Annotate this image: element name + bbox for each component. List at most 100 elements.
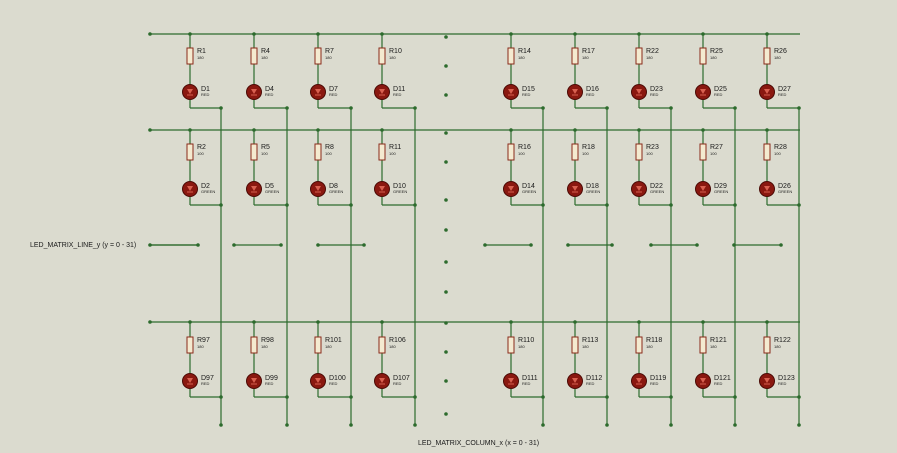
- resistor-body: [699, 143, 707, 161]
- resistor-ref-label: R25: [710, 48, 723, 55]
- row-bus-terminal: [362, 243, 366, 247]
- row-bus-terminal: [148, 128, 152, 132]
- junction-dot: [413, 203, 417, 207]
- row-bus-terminal: [148, 32, 152, 36]
- led-ref-label: D100: [329, 375, 346, 382]
- resistor-body: [507, 143, 515, 161]
- led-ref-label: D121: [714, 375, 731, 382]
- resistor-value-label: 180: [646, 55, 653, 60]
- led-color-label: RED: [650, 381, 659, 386]
- resistor-ref-label: R26: [774, 48, 787, 55]
- led-color-label: RED: [714, 381, 723, 386]
- led-ref-label: D15: [522, 86, 535, 93]
- led-color-label: GREEN: [714, 189, 728, 194]
- resistor-ref-label: R17: [582, 48, 595, 55]
- row-bus-terminal: [610, 243, 614, 247]
- resistor-body: [571, 47, 579, 65]
- led-ref-label: D1: [201, 86, 210, 93]
- resistor-body: [635, 336, 643, 354]
- resistor-value-label: 180: [325, 344, 332, 349]
- row-bus-terminal: [695, 243, 699, 247]
- resistor-body: [314, 336, 322, 354]
- led-color-label: RED: [329, 381, 338, 386]
- led-ref-label: D14: [522, 183, 535, 190]
- led-color-label: RED: [265, 92, 274, 97]
- led-diode-symbol: [315, 186, 321, 191]
- ellipsis-dot: [444, 260, 448, 264]
- led-ref-label: D112: [586, 375, 602, 382]
- resistor-ref-label: R10: [389, 48, 402, 55]
- column-bus-terminal: [541, 423, 545, 427]
- led-diode-symbol: [700, 186, 706, 191]
- led-color-label: RED: [393, 381, 402, 386]
- junction-dot: [285, 203, 289, 207]
- resistor-ref-label: R16: [518, 144, 531, 151]
- resistor-value-label: 180: [774, 55, 781, 60]
- resistor-body: [635, 47, 643, 65]
- led-diode-symbol: [379, 378, 385, 383]
- resistor-ref-label: R113: [582, 337, 598, 344]
- led-ref-label: D10: [393, 183, 406, 190]
- resistor-ref-label: R27: [710, 144, 723, 151]
- resistor-value-label: 180: [710, 344, 717, 349]
- led-ref-label: D5: [265, 183, 274, 190]
- column-bus-terminal: [797, 423, 801, 427]
- resistor-value-label: 180: [325, 55, 332, 60]
- ellipsis-dot: [444, 64, 448, 68]
- led-color-label: RED: [329, 92, 338, 97]
- resistor-body: [699, 47, 707, 65]
- resistor-value-label: 180: [518, 55, 525, 60]
- resistor-ref-label: R28: [774, 144, 787, 151]
- resistor-body: [699, 336, 707, 354]
- resistor-value-label: 100: [774, 151, 781, 156]
- resistor-value-label: 180: [261, 55, 268, 60]
- resistor-ref-label: R98: [261, 337, 274, 344]
- led-diode-symbol: [508, 89, 514, 94]
- resistor-value-label: 180: [389, 55, 396, 60]
- ellipsis-dot: [444, 160, 448, 164]
- row-bus-terminal: [649, 243, 653, 247]
- resistor-body: [763, 47, 771, 65]
- row-bus-terminal: [529, 243, 533, 247]
- resistor-body: [250, 47, 258, 65]
- junction-dot: [733, 395, 737, 399]
- led-color-label: GREEN: [393, 189, 407, 194]
- ellipsis-dot: [444, 412, 448, 416]
- junction-dot: [669, 395, 673, 399]
- resistor-value-label: 180: [710, 55, 717, 60]
- led-ref-label: D18: [586, 183, 599, 190]
- junction-dot: [669, 203, 673, 207]
- column-bus-terminal: [733, 423, 737, 427]
- resistor-body: [186, 336, 194, 354]
- junction-dot: [605, 395, 609, 399]
- resistor-ref-label: R106: [389, 337, 406, 344]
- led-color-label: RED: [201, 92, 210, 97]
- led-diode-symbol: [764, 378, 770, 383]
- resistor-ref-label: R5: [261, 144, 270, 151]
- led-diode-symbol: [251, 186, 257, 191]
- resistor-ref-label: R22: [646, 48, 659, 55]
- resistor-body: [635, 143, 643, 161]
- resistor-value-label: 180: [197, 55, 204, 60]
- junction-dot: [349, 106, 353, 110]
- junction-dot: [797, 106, 801, 110]
- resistor-body: [571, 143, 579, 161]
- junction-dot: [797, 395, 801, 399]
- resistor-value-label: 180: [389, 344, 396, 349]
- resistor-value-label: 100: [261, 151, 268, 156]
- junction-dot: [797, 203, 801, 207]
- led-diode-symbol: [508, 378, 514, 383]
- resistor-value-label: 100: [582, 151, 589, 156]
- resistor-value-label: 100: [518, 151, 525, 156]
- led-ref-label: D7: [329, 86, 338, 93]
- ellipsis-dot: [444, 290, 448, 294]
- led-color-label: RED: [714, 92, 723, 97]
- junction-dot: [219, 395, 223, 399]
- row-bus-terminal: [779, 243, 783, 247]
- column-bus-label: LED_MATRIX_COLUMN_x (x = 0 - 31): [418, 440, 539, 447]
- resistor-value-label: 180: [646, 344, 653, 349]
- resistor-body: [378, 336, 386, 354]
- row-bus-terminal: [483, 243, 487, 247]
- led-color-label: GREEN: [778, 189, 792, 194]
- row-bus-terminal: [566, 243, 570, 247]
